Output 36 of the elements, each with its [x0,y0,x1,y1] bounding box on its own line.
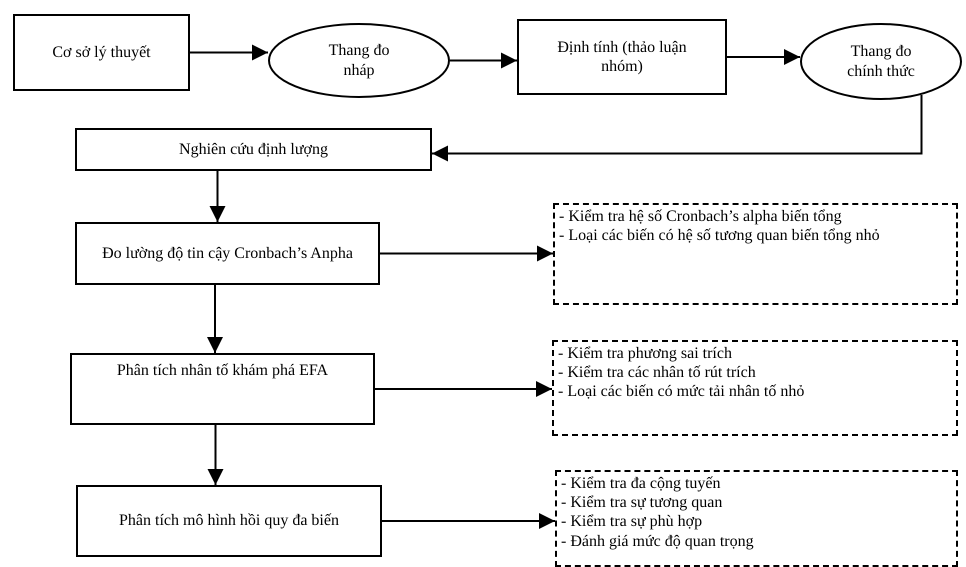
process-box [517,19,727,95]
arrow [380,246,553,262]
arrow [210,171,226,222]
process-box [75,222,380,285]
process-box [75,128,432,171]
arrow [382,513,555,529]
arrow [432,95,922,162]
node-text: Cơ sở lý thuyết [52,42,151,62]
note-box [552,340,958,436]
node-text: Thang đo nháp [328,41,390,80]
process-box [76,485,382,557]
node-text: Định tính (thảo luận nhóm) [556,38,688,76]
arrow [727,49,800,65]
node-text: - Kiểm tra các nhân tố rút trích [558,363,756,382]
arrow [207,285,223,353]
arrow [375,381,552,397]
process-box [13,14,190,91]
node-text: Nghiên cứu định lượng [179,140,328,160]
node-text: - Kiểm tra hệ số Cronbach’s alpha biến tổng [559,207,842,226]
node-text: - Kiểm tra sự phù hợp [561,512,702,532]
note-box [555,470,958,567]
arrow [208,425,224,485]
process-box [70,353,375,425]
node-text: Phân tích nhân tố khám phá EFA [116,361,328,380]
arrow [190,44,268,60]
node-text: - Kiểm tra đa cộng tuyến [561,474,720,494]
arrow [450,52,517,68]
node-text: Đo lường độ tin cậy Cronbach’s Anpha [102,244,353,264]
note-box [553,203,958,305]
node-text: - Loại các biến có hệ số tương quan biến tổng nhỏ [559,226,880,246]
node-text: - Kiểm tra sự tương quan [561,493,722,512]
node-text: - Đánh giá mức độ quan trọng [561,532,754,551]
node-text: Thang đo chính thức [846,42,916,81]
node-text: - Loại các biến có mức tải nhân tố nhỏ [558,382,804,402]
node-text: - Kiểm tra phương sai trích [558,344,732,364]
node-text: Phân tích mô hình hồi quy đa biến [119,511,339,531]
